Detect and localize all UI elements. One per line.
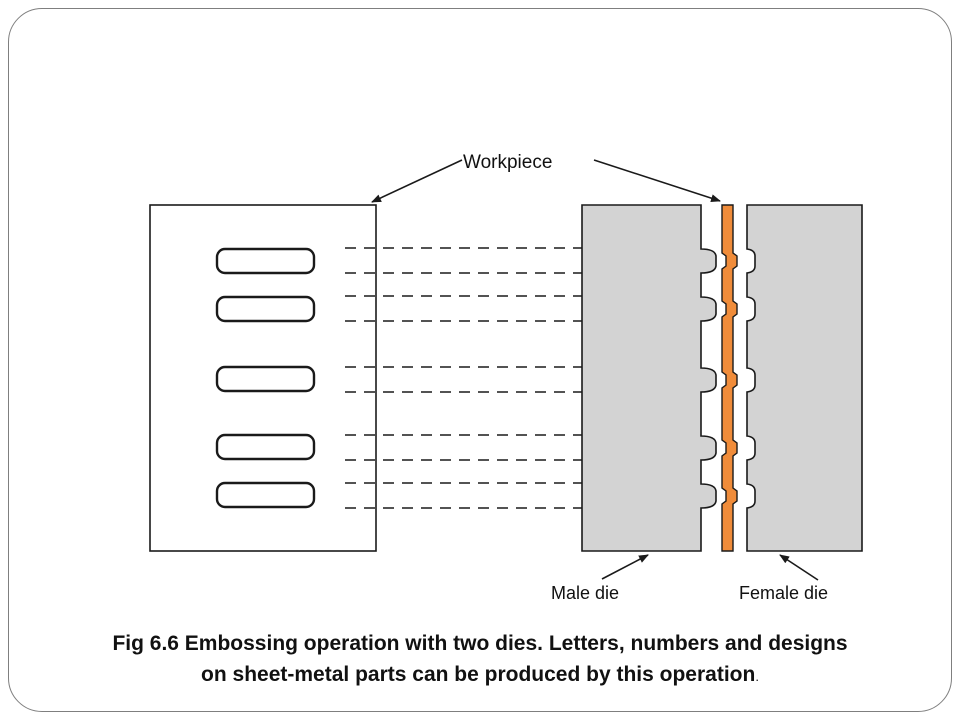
caption-line-1: Fig 6.6 Embossing operation with two die…: [112, 632, 848, 655]
workpiece-leader-right: [593, 159, 721, 203]
caption-line-2: on sheet-metal parts can be produced by …: [60, 659, 900, 692]
caption-line-2-text: on sheet-metal parts can be produced by …: [201, 663, 756, 686]
workpiece-leader-left: [371, 159, 463, 203]
embossed-bar-3: [215, 365, 316, 393]
embossed-bar-5: [215, 481, 316, 509]
female-die: [746, 204, 863, 552]
workpiece-label: Workpiece: [463, 152, 552, 173]
embossed-bar-4: [215, 433, 316, 461]
embossed-bar-2: [215, 295, 316, 323]
caption-end-mark: .: [755, 669, 759, 684]
male-die: [581, 204, 717, 552]
embossed-bar-1: [215, 247, 316, 275]
female-die-label: Female die: [739, 583, 828, 603]
male-die-leader: [601, 554, 649, 580]
workpiece-strip: [721, 204, 738, 552]
male-die-label: Male die: [551, 583, 619, 603]
figure-caption: Fig 6.6 Embossing operation with two die…: [60, 628, 900, 692]
female-die-leader: [779, 554, 819, 581]
